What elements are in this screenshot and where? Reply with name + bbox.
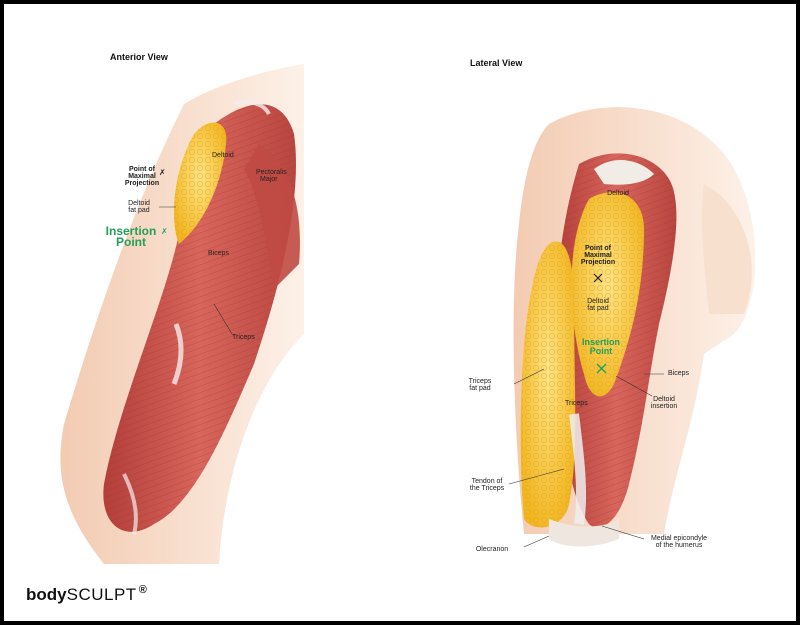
anterior-insertion-label-1: Insertion (105, 224, 157, 238)
lateral-triceps-fat-pad-label-2: fat pad (469, 385, 491, 392)
anterior-maximal-label-2: Maximal (128, 173, 156, 180)
lateral-epicondyle-label-2: of the humerus (655, 542, 703, 549)
anterior-fat-pad-label-1: Deltoid (128, 200, 150, 207)
lateral-epicondyle-label-1: Medial epicondyle (650, 535, 708, 542)
lateral-maximal-label-1: Point of (584, 245, 612, 252)
bodysculpt-logo: bodySCULPT® (26, 584, 147, 605)
lateral-arm-figure (513, 107, 756, 547)
leader-lines (159, 206, 664, 548)
anterior-pectoralis-label-2: Major (260, 176, 278, 183)
lateral-maximal-label-3: Projection (580, 259, 616, 266)
maximal-projection-mark (593, 273, 603, 283)
anterior-arm-figure (60, 64, 304, 564)
anterior-pectoralis-label-1: Pectoralis (256, 169, 287, 176)
anterior-fat-pad-label-2: fat pad (128, 207, 150, 214)
lateral-biceps-label: Biceps (668, 370, 690, 377)
anterior-deltoid-label: Deltoid (212, 152, 234, 159)
insertion-point-mark (596, 363, 607, 374)
lateral-olecranon-label: Olecranon (475, 546, 509, 553)
lateral-deltoid-insertion-label-1: Deltoid (653, 396, 675, 403)
lateral-tendon-label-2: the Triceps (469, 485, 505, 492)
registered-mark: ® (138, 584, 147, 596)
lateral-deltoid-insertion-label-2: insertion (650, 403, 678, 410)
lateral-fat-pad-label-1: Deltoid (587, 298, 609, 305)
illustration-frame: Anterior View Point of Maximal Projectio… (4, 4, 796, 621)
lateral-tendon-label-1: Tendon of (471, 478, 503, 485)
anterior-biceps-label: Biceps (208, 250, 230, 257)
lateral-triceps-label: Triceps (565, 400, 588, 407)
logo-text-bold: body (26, 585, 67, 604)
anterior-maximal-label-1: Point of (128, 166, 156, 173)
lateral-deltoid-label: Deltoid (607, 190, 629, 197)
anterior-maximal-mark: ✗ (159, 168, 166, 177)
lateral-view-title: Lateral View (470, 58, 523, 68)
anterior-view-title: Anterior View (110, 52, 168, 62)
anatomy-illustration (60, 64, 756, 564)
logo-text-light: SCULPT (66, 585, 137, 604)
lateral-maximal-label-2: Maximal (584, 252, 612, 259)
anterior-insertion-mark: ✗ (161, 227, 168, 236)
anterior-maximal-label-3: Projection (124, 180, 160, 187)
lateral-triceps-fat-pad-label-1: Triceps (468, 378, 492, 385)
lateral-insertion-label-1: Insertion (581, 337, 621, 347)
lateral-fat-pad-label-2: fat pad (587, 305, 609, 312)
lateral-insertion-label-2: Point (589, 346, 613, 356)
anterior-insertion-label-2: Point (116, 235, 146, 249)
anterior-triceps-label: Triceps (232, 334, 255, 341)
